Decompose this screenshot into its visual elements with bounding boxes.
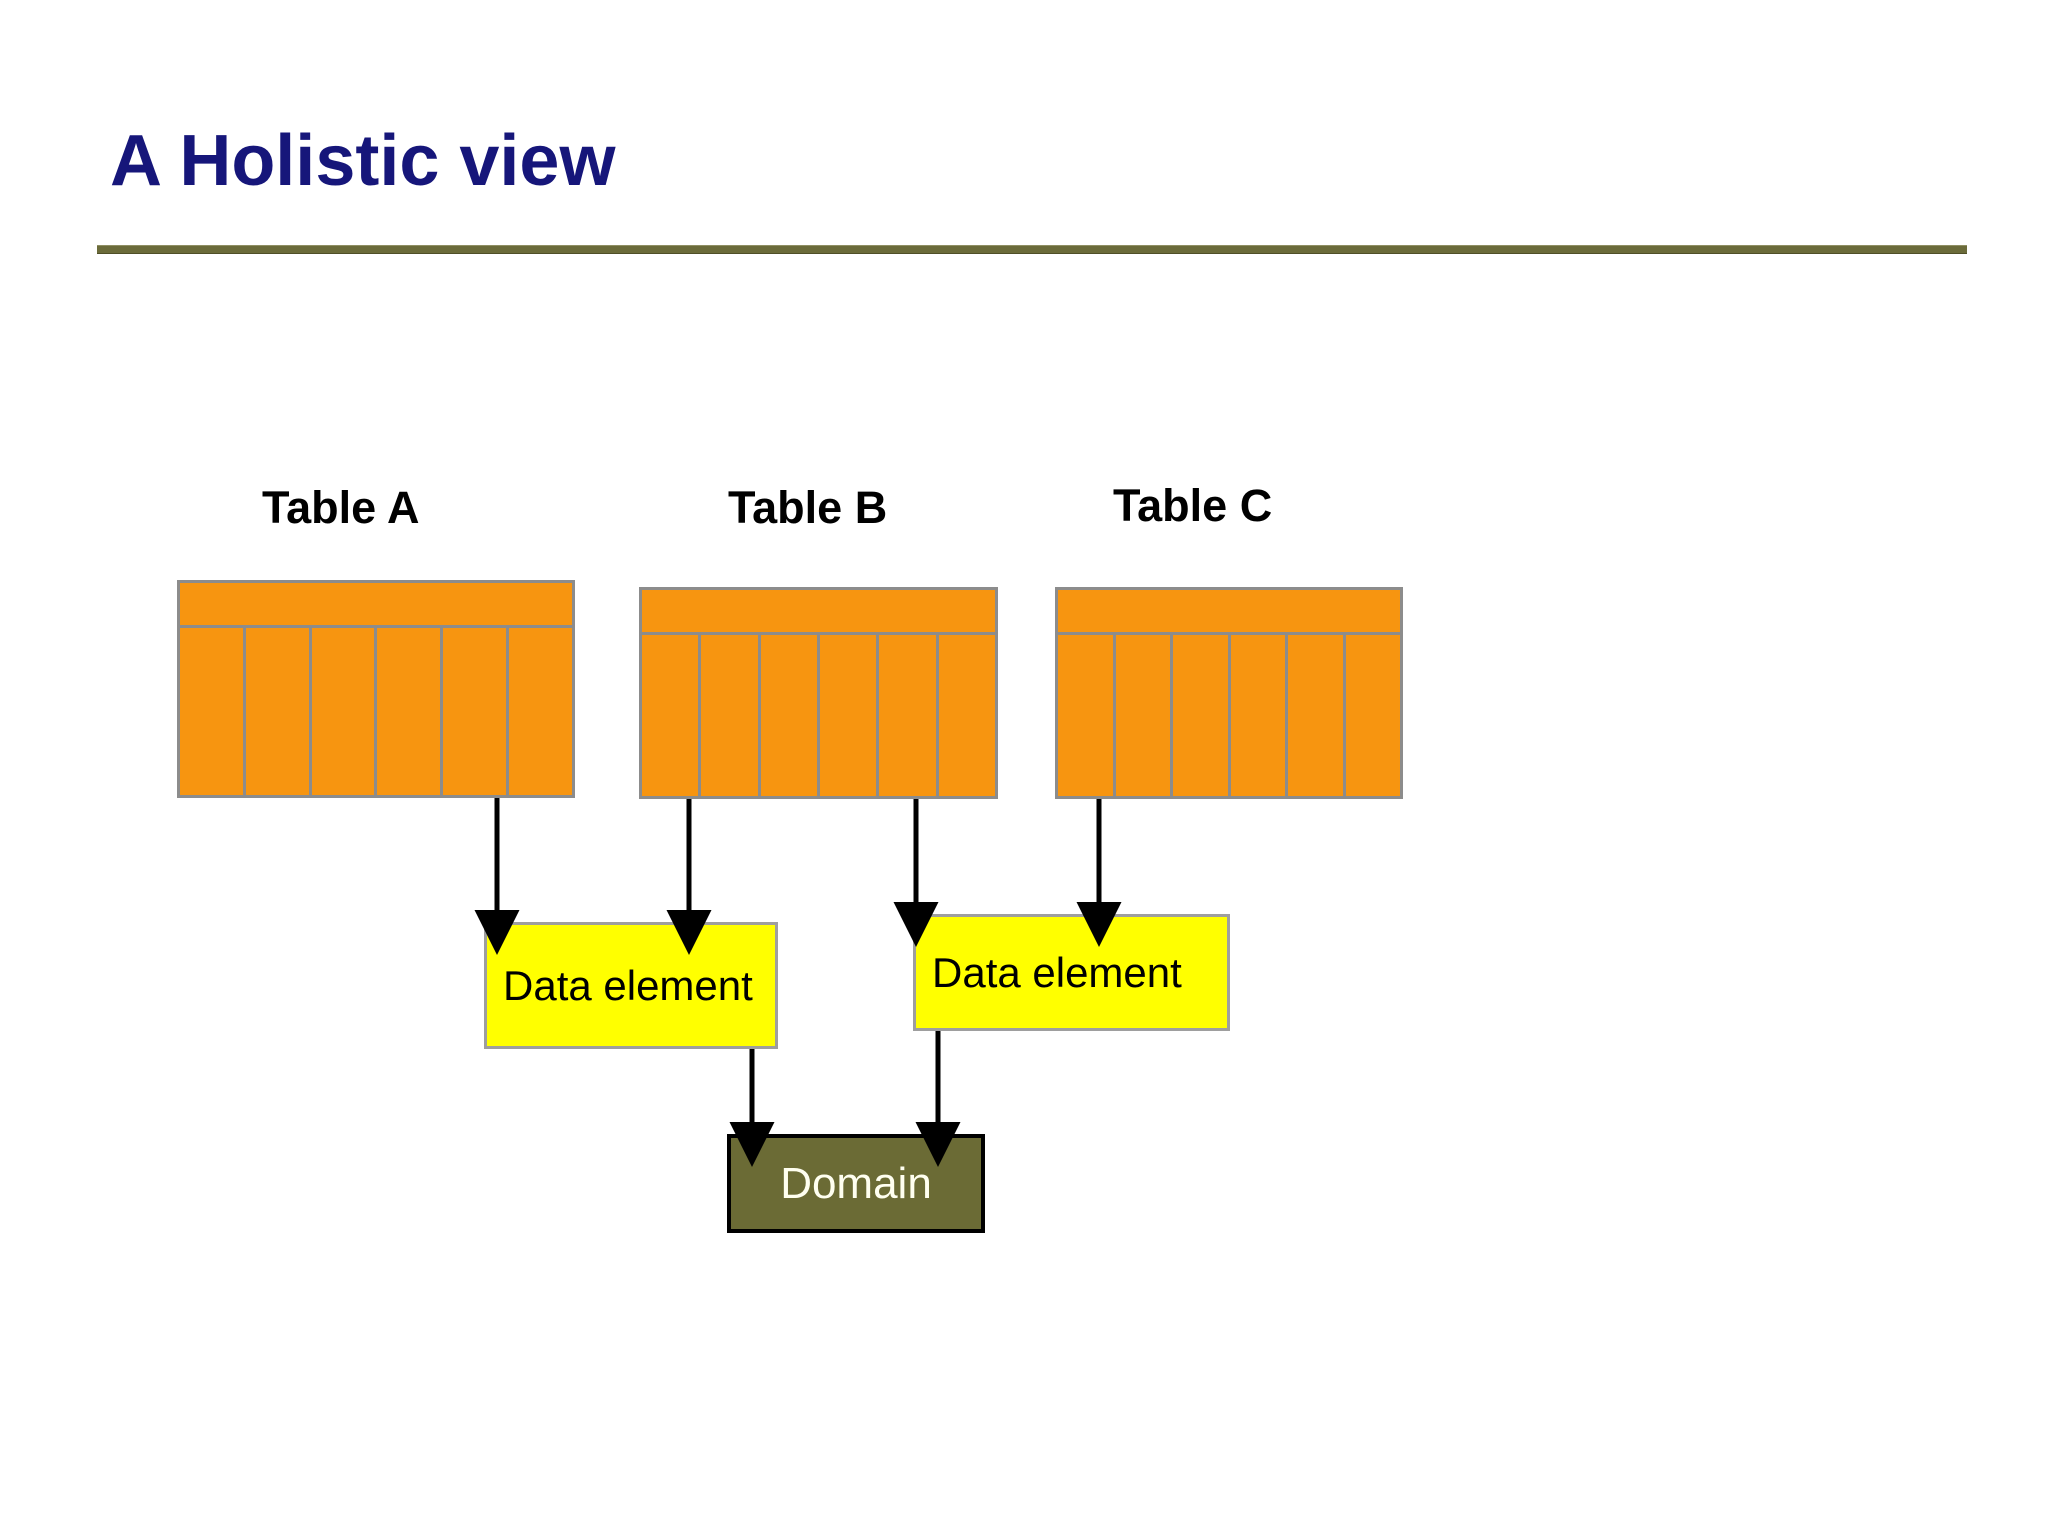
table-b-column <box>642 635 702 796</box>
table-label-c: Table C <box>1113 480 1273 531</box>
table-a-column <box>245 628 312 795</box>
data-element-box-1[interactable]: Data element <box>484 922 778 1049</box>
domain-label: Domain <box>780 1158 932 1208</box>
table-a-column <box>377 628 444 795</box>
table-b-column <box>938 635 995 796</box>
table-label-b: Table B <box>728 482 888 533</box>
table-c-column <box>1345 635 1400 796</box>
table-c-column <box>1230 635 1288 796</box>
table-a-column <box>443 628 510 795</box>
table-b-column <box>879 635 939 796</box>
table-a-column <box>180 628 246 795</box>
table-b-column <box>701 635 761 796</box>
table-c-header-band <box>1058 590 1400 635</box>
table-shape-c[interactable] <box>1055 587 1403 799</box>
page-title: A Holistic view <box>110 121 616 201</box>
table-a-column <box>509 628 572 795</box>
table-c-columns <box>1058 635 1400 796</box>
table-a-columns <box>180 628 572 795</box>
table-label-a: Table A <box>262 482 420 533</box>
table-a-column <box>311 628 378 795</box>
table-a-header-band <box>180 583 572 628</box>
data-element-box-2[interactable]: Data element <box>913 914 1230 1031</box>
table-c-column <box>1288 635 1346 796</box>
table-c-column <box>1058 635 1116 796</box>
table-b-header-band <box>642 590 995 635</box>
data-element-label: Data element <box>503 961 753 1009</box>
table-c-column <box>1173 635 1231 796</box>
table-shape-a[interactable] <box>177 580 575 798</box>
table-shape-b[interactable] <box>639 587 998 799</box>
title-divider <box>97 245 1967 254</box>
table-b-columns <box>642 635 995 796</box>
table-c-column <box>1115 635 1173 796</box>
table-b-column <box>819 635 880 796</box>
table-b-column <box>760 635 820 796</box>
domain-box[interactable]: Domain <box>727 1134 985 1233</box>
data-element-label: Data element <box>932 948 1182 996</box>
